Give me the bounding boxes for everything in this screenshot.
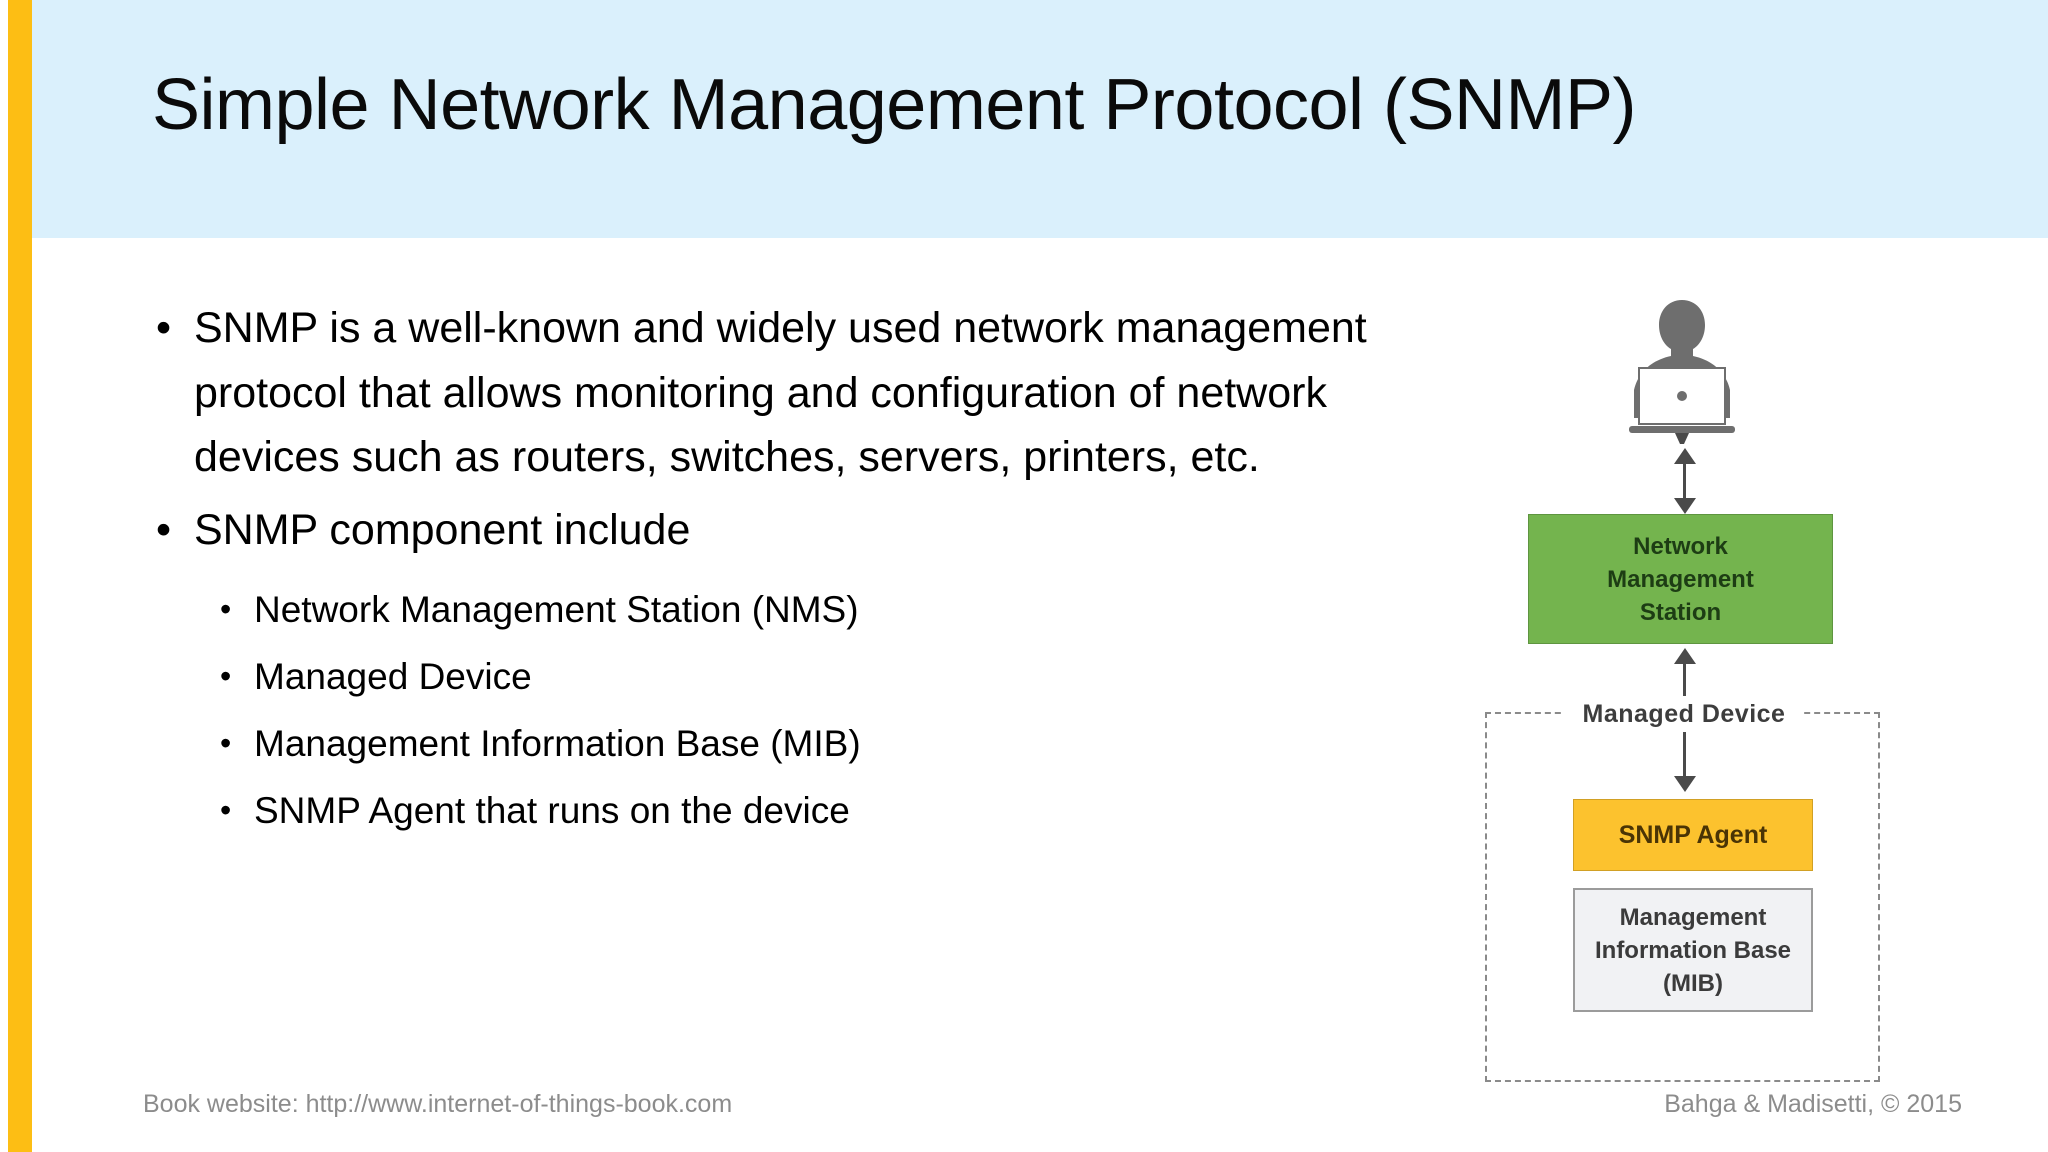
page-title: Simple Network Management Protocol (SNMP… (152, 65, 1637, 145)
bullet-text: SNMP is a well-known and widely used net… (194, 304, 1367, 481)
bullet-marker: • (220, 591, 232, 627)
network-management-station-box[interactable]: Network Management Station (1528, 514, 1833, 644)
sub-bullet-list: • Network Management Station (NMS) • Man… (148, 576, 1418, 844)
snmp-agent-box[interactable]: SNMP Agent (1573, 799, 1813, 871)
arrow-head-down-nms (1674, 498, 1696, 514)
sub-bullet-item-nms: • Network Management Station (NMS) (148, 576, 1418, 643)
slide-header-band (32, 0, 2048, 238)
arrow-head-up-nms (1674, 648, 1696, 664)
bullet-marker: • (156, 505, 172, 554)
management-information-base-box[interactable]: Management Information Base (MIB) (1573, 888, 1813, 1012)
snmp-architecture-diagram: Network Management Station Managed Devic… (1460, 296, 1910, 1086)
managed-device-label: Managed Device (1564, 696, 1804, 732)
footer-copyright: Bahga & Madisetti, © 2015 (1664, 1090, 1962, 1118)
sub-bullet-text: Network Management Station (NMS) (254, 589, 859, 630)
mib-label-line2: Information Base (1594, 936, 1792, 964)
nms-label-line2: Management (1607, 565, 1754, 593)
arrow-head-down-agent (1674, 776, 1696, 792)
sub-bullet-item-snmp-agent: • SNMP Agent that runs on the device (148, 777, 1418, 844)
nms-label: Network Management Station (1607, 530, 1754, 629)
bullet-item-2: • SNMP component include (148, 498, 1418, 563)
bullet-marker: • (220, 725, 232, 761)
sub-bullet-text: Management Information Base (MIB) (254, 723, 861, 764)
body-content: • SNMP is a well-known and widely used n… (148, 296, 1418, 844)
bullet-marker: • (220, 658, 232, 694)
mib-label-line1: Management (1619, 903, 1767, 931)
sub-bullet-item-mib: • Management Information Base (MIB) (148, 710, 1418, 777)
bullet-marker: • (220, 792, 232, 828)
footer-book-website: Book website: http://www.internet-of-thi… (143, 1090, 733, 1118)
left-accent-bar (8, 0, 32, 1152)
sub-bullet-text: SNMP Agent that runs on the device (254, 790, 850, 831)
bullet-marker: • (156, 304, 172, 352)
arrow-head-up-person (1674, 448, 1696, 464)
bullet-text: SNMP component include (194, 505, 691, 554)
sub-bullet-text: Managed Device (254, 656, 532, 697)
person-with-laptop-icon (1629, 300, 1735, 444)
sub-bullet-item-managed-device: • Managed Device (148, 643, 1418, 710)
mib-label-line3: (MIB) (1663, 969, 1723, 997)
nms-label-line1: Network (1633, 532, 1728, 560)
mib-label: Management Information Base (MIB) (1595, 901, 1791, 1000)
snmp-agent-label: SNMP Agent (1618, 820, 1768, 849)
nms-label-line3: Station (1639, 598, 1722, 626)
bullet-item-1: • SNMP is a well-known and widely used n… (148, 296, 1418, 490)
arrow-shaft-person-nms (1683, 460, 1686, 500)
